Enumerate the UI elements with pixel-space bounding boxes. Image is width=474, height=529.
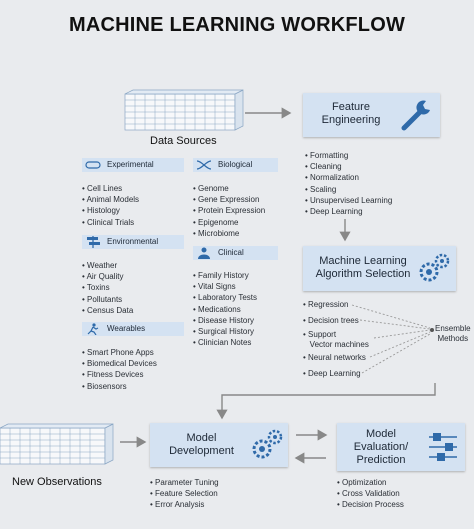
category-environmental: Environmental — [82, 235, 184, 249]
list-item: Optimization — [337, 477, 404, 488]
list-item: Disease History — [193, 315, 257, 326]
list-item: Fitness Devices — [82, 369, 157, 380]
list-item: Clinical Trials — [82, 217, 139, 228]
list-item: Biomedical Devices — [82, 358, 157, 369]
method-deep-learning: • Deep Learning — [303, 369, 361, 378]
ensemble-dot — [430, 328, 434, 332]
list-item: Air Quality — [82, 271, 133, 282]
list-item: Surgical History — [193, 326, 257, 337]
category-label: Environmental — [107, 237, 159, 246]
list-item: Animal Models — [82, 194, 139, 205]
wearables-list: Smart Phone Apps Biomedical Devices Fitn… — [82, 347, 157, 392]
list-item: Laboratory Tests — [193, 292, 257, 303]
list-item: Cell Lines — [82, 183, 139, 194]
gears-icon — [417, 252, 451, 291]
list-item: Smart Phone Apps — [82, 347, 157, 358]
list-item: Cross Validation — [337, 488, 404, 499]
list-item: Microbiome — [193, 228, 265, 239]
feature-engineering-box: Feature Engineering — [303, 93, 440, 137]
feature-engineering-title: Feature Engineering — [321, 101, 381, 126]
sliders-icon — [427, 431, 459, 468]
list-item: Histology — [82, 205, 139, 216]
list-item: Scaling — [305, 184, 392, 195]
model-evaluation-box: Model Evaluation/ Prediction — [337, 423, 465, 471]
list-item: Epigenome — [193, 217, 265, 228]
category-wearables: Wearables — [82, 322, 184, 336]
category-clinical: Clinical — [193, 246, 278, 260]
category-label: Wearables — [107, 324, 146, 333]
list-item: Census Data — [82, 305, 133, 316]
list-item: Vital Signs — [193, 281, 257, 292]
algorithm-selection-title: Machine Learning Algorithm Selection — [315, 255, 411, 280]
method-neural-networks: • Neural networks — [303, 353, 366, 362]
list-item: Deep Learning — [305, 206, 392, 217]
list-item: Genome — [193, 183, 265, 194]
model-evaluation-title: Model Evaluation/ Prediction — [353, 428, 409, 466]
list-item: Weather — [82, 260, 133, 271]
list-item: Protein Expression — [193, 205, 265, 216]
method-svm: • Support Vector machines — [303, 330, 369, 349]
category-label: Clinical — [218, 248, 244, 257]
category-label: Biological — [218, 160, 253, 169]
experimental-list: Cell Lines Animal Models Histology Clini… — [82, 183, 139, 228]
algorithm-selection-box: Machine Learning Algorithm Selection — [303, 246, 456, 291]
model-development-box: Model Development — [150, 423, 288, 467]
feature-engineering-list: Formatting Cleaning Normalization Scalin… — [305, 150, 392, 217]
list-item: Family History — [193, 270, 257, 281]
signpost-icon — [85, 236, 101, 248]
ensemble-connectors — [351, 304, 431, 374]
gears-icon — [250, 428, 284, 467]
environmental-list: Weather Air Quality Toxins Pollutants Ce… — [82, 260, 134, 316]
ensemble-methods-label: Ensemble Methods — [435, 324, 471, 343]
list-item: Formatting — [305, 150, 392, 161]
dna-icon — [196, 159, 212, 171]
model-development-title: Model Development — [169, 432, 234, 457]
method-regression: • Regression — [303, 300, 349, 309]
list-item: Parameter Tuning — [150, 477, 219, 488]
method-decision-trees: • Decision trees — [303, 316, 359, 325]
list-item: Clinician Notes — [193, 337, 257, 348]
list-item: Error Analysis — [150, 499, 219, 510]
list-item: Pollutants — [82, 294, 133, 305]
list-item: Biosensors — [82, 381, 157, 392]
model-evaluation-list: Optimization Cross Validation Decision P… — [337, 477, 404, 511]
list-item: Unsupervised Learning — [305, 195, 392, 206]
new-observations-label: New Observations — [12, 476, 102, 488]
biological-list: Genome Gene Expression Protein Expressio… — [193, 183, 265, 239]
list-item: Decision Process — [337, 499, 404, 510]
list-item: Feature Selection — [150, 488, 219, 499]
clinical-list: Family History Vital Signs Laboratory Te… — [193, 270, 257, 348]
category-experimental: Experimental — [82, 158, 184, 172]
category-label: Experimental — [107, 160, 154, 169]
page-title: MACHINE LEARNING WORKFLOW — [68, 14, 406, 36]
runner-icon — [85, 323, 101, 336]
list-item: Cleaning — [305, 161, 392, 172]
data-sources-label: Data Sources — [150, 135, 217, 147]
model-development-list: Parameter Tuning Feature Selection Error… — [150, 477, 219, 511]
list-item: Toxins — [82, 282, 133, 293]
wrench-icon — [398, 98, 434, 137]
pill-icon — [85, 159, 101, 171]
category-biological: Biological — [193, 158, 278, 172]
list-item: Gene Expression — [193, 194, 265, 205]
arrow-to-model-development — [216, 383, 436, 420]
list-item: Normalization — [305, 172, 392, 183]
doctor-icon — [196, 247, 212, 259]
list-item: Medications — [193, 304, 257, 315]
